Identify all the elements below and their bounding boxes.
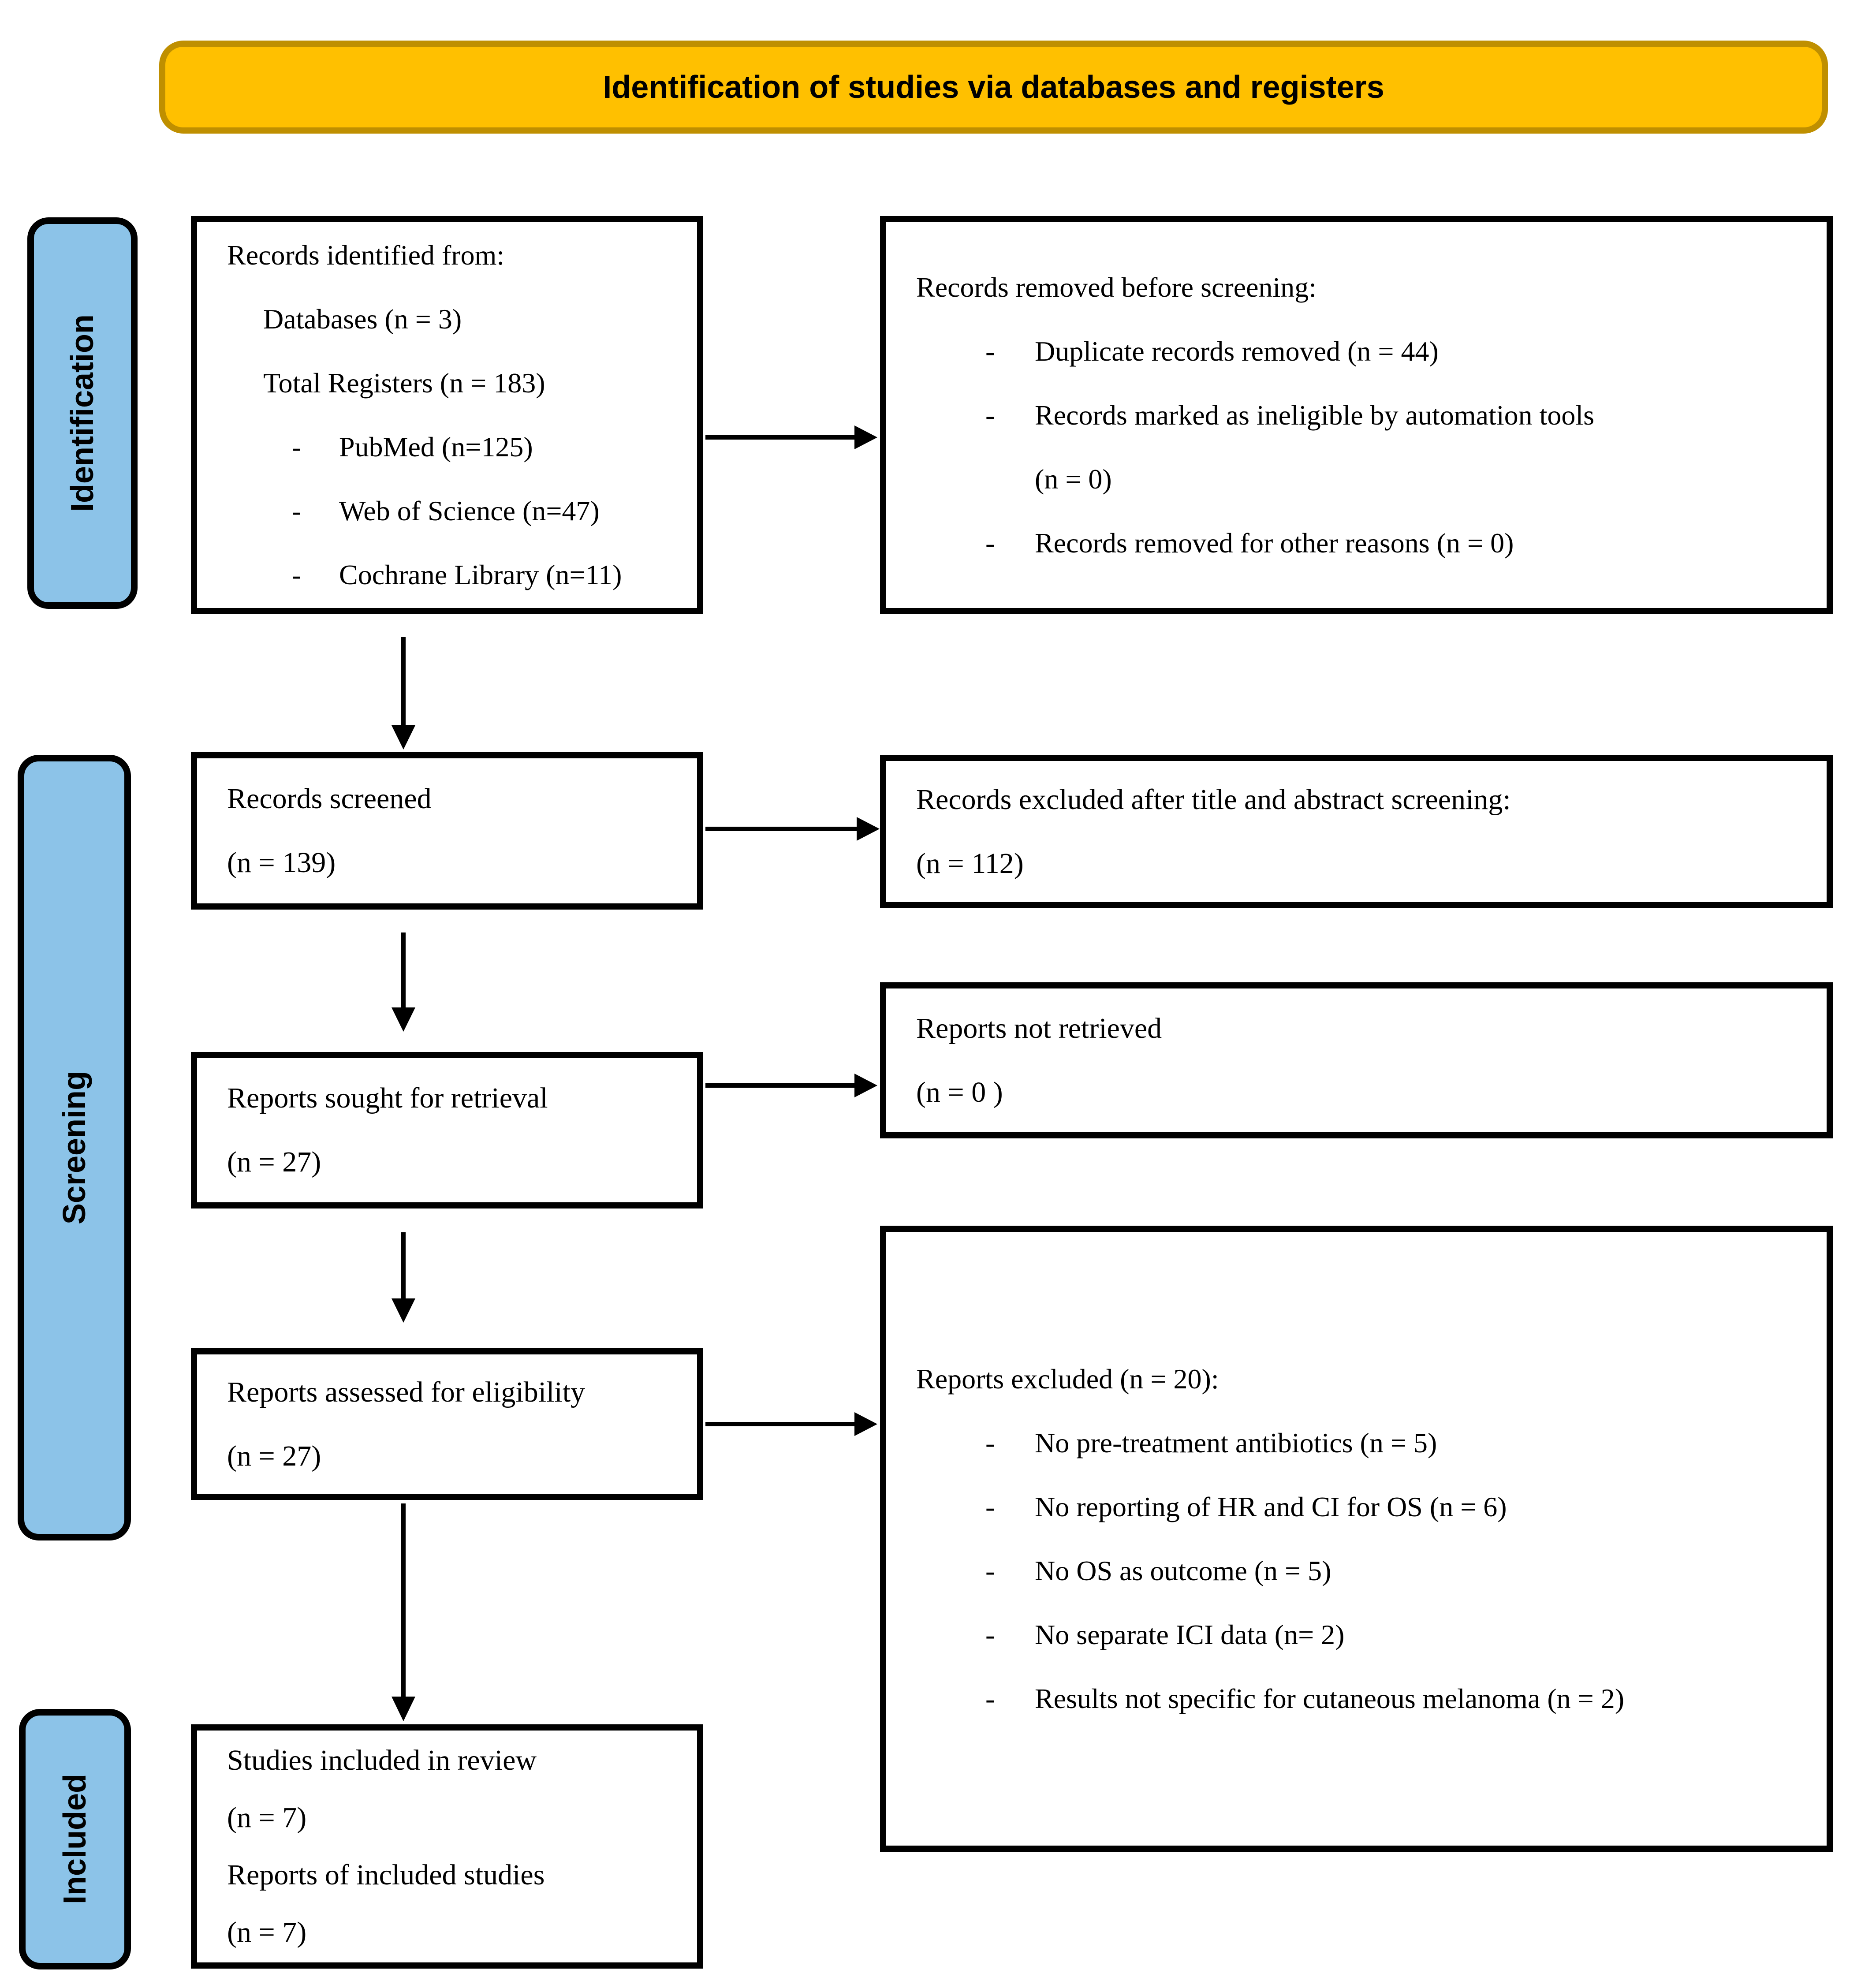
records-identified-registers: Total Registers (n = 183) (263, 367, 545, 399)
bullet-dash: - (985, 399, 995, 431)
records-excluded-line1: Records excluded after title and abstrac… (916, 783, 1511, 816)
box-reports-assessed: Reports assessed for eligibility (n = 27… (191, 1348, 703, 1500)
reports-assessed-line2: (n = 27) (227, 1440, 321, 1472)
records-screened-line1: Records screened (227, 783, 432, 815)
box-records-screened: Records screened (n = 139) (191, 752, 703, 910)
bullet-text: No reporting of HR and CI for OS (n = 6) (1035, 1491, 1507, 1522)
reports-sought-line1: Reports sought for retrieval (227, 1082, 548, 1114)
banner-title: Identification of studies via databases … (603, 69, 1384, 105)
reports-excluded-bullet-os: - No OS as outcome (n = 5) (886, 1539, 1827, 1603)
bullet-text: PubMed (n=125) (339, 431, 533, 462)
records-removed-title: Records removed before screening: (916, 271, 1317, 303)
reports-not-retrieved-line1: Reports not retrieved (916, 1012, 1162, 1044)
bullet-dash: - (292, 495, 302, 526)
bullet-dash: - (985, 1619, 995, 1650)
arrow-screened-to-excluded (705, 817, 880, 841)
arrow-assessed-to-included (392, 1503, 415, 1721)
bullet-text: No separate ICI data (n= 2) (1035, 1619, 1345, 1650)
studies-included-line1: Studies included in review (227, 1744, 537, 1776)
stage-included-label: Included (57, 1774, 93, 1905)
box-records-excluded: Records excluded after title and abstrac… (880, 755, 1833, 908)
bullet-text: Results not specific for cutaneous melan… (1035, 1682, 1625, 1714)
bullet-text: Web of Science (n=47) (339, 495, 600, 526)
bullet-dash: - (292, 559, 302, 590)
reports-excluded-bullet-hr-ci: - No reporting of HR and CI for OS (n = … (886, 1475, 1827, 1539)
records-identified-title: Records identified from: (227, 239, 505, 271)
arrow-identified-to-removed (705, 425, 877, 449)
reports-sought-line2: (n = 27) (227, 1146, 321, 1178)
records-excluded-line2: (n = 112) (916, 847, 1024, 880)
reports-excluded-title: Reports excluded (n = 20): (916, 1363, 1219, 1395)
box-reports-sought: Reports sought for retrieval (n = 27) (191, 1052, 703, 1208)
records-identified-bullet-pubmed: - PubMed (n=125) (197, 415, 697, 479)
reports-excluded-bullet-melanoma: - Results not specific for cutaneous mel… (886, 1667, 1827, 1731)
bullet-dash: - (985, 1491, 995, 1522)
records-removed-bullet-automation: - Records marked as ineligible by automa… (886, 383, 1827, 447)
bullet-dash: - (985, 335, 995, 367)
records-removed-bullet-automation-cont: (n = 0) (1035, 463, 1112, 495)
arrow-assessed-to-excluded (705, 1412, 877, 1436)
bullet-dash: - (985, 527, 995, 559)
stage-identification: Identification (27, 217, 138, 609)
stage-identification-label: Identification (65, 314, 100, 512)
studies-included-line4: (n = 7) (227, 1916, 307, 1948)
banner: Identification of studies via databases … (159, 41, 1828, 134)
bullet-text: Records marked as ineligible by automati… (1035, 399, 1595, 431)
records-identified-bullet-wos: - Web of Science (n=47) (197, 479, 697, 543)
box-reports-not-retrieved: Reports not retrieved (n = 0 ) (880, 982, 1833, 1138)
box-studies-included: Studies included in review (n = 7) Repor… (191, 1724, 703, 1969)
bullet-text: Duplicate records removed (n = 44) (1035, 335, 1439, 367)
box-reports-excluded: Reports excluded (n = 20): - No pre-trea… (880, 1226, 1833, 1852)
arrow-sought-to-assessed (392, 1232, 415, 1323)
records-screened-line2: (n = 139) (227, 847, 336, 879)
stage-screening-label: Screening (56, 1070, 92, 1225)
stage-included: Included (19, 1709, 131, 1969)
bullet-text: No OS as outcome (n = 5) (1035, 1555, 1331, 1586)
bullet-dash: - (292, 431, 302, 462)
reports-excluded-bullet-antibiotics: - No pre-treatment antibiotics (n = 5) (886, 1411, 1827, 1475)
studies-included-line3: Reports of included studies (227, 1859, 545, 1891)
records-removed-bullet-other: - Records removed for other reasons (n =… (886, 511, 1827, 575)
reports-not-retrieved-line2: (n = 0 ) (916, 1076, 1003, 1108)
records-removed-bullet-duplicates: - Duplicate records removed (n = 44) (886, 319, 1827, 383)
records-identified-bullet-cochrane: - Cochrane Library (n=11) (197, 543, 697, 607)
bullet-text: Records removed for other reasons (n = 0… (1035, 527, 1514, 559)
box-records-identified: Records identified from: Databases (n = … (191, 216, 703, 614)
bullet-dash: - (985, 1555, 995, 1586)
arrow-sought-to-not-retrieved (705, 1074, 877, 1097)
bullet-dash: - (985, 1427, 995, 1458)
arrow-screened-to-sought (392, 932, 415, 1032)
reports-assessed-line1: Reports assessed for eligibility (227, 1376, 586, 1408)
bullet-dash: - (985, 1682, 995, 1714)
arrow-identified-to-screened (392, 637, 415, 750)
bullet-text: Cochrane Library (n=11) (339, 559, 622, 590)
bullet-text: No pre-treatment antibiotics (n = 5) (1035, 1427, 1437, 1458)
studies-included-line2: (n = 7) (227, 1802, 307, 1834)
box-records-removed: Records removed before screening: - Dupl… (880, 216, 1833, 614)
records-identified-databases: Databases (n = 3) (263, 303, 462, 335)
stage-screening: Screening (18, 755, 131, 1540)
reports-excluded-bullet-ici: - No separate ICI data (n= 2) (886, 1603, 1827, 1667)
